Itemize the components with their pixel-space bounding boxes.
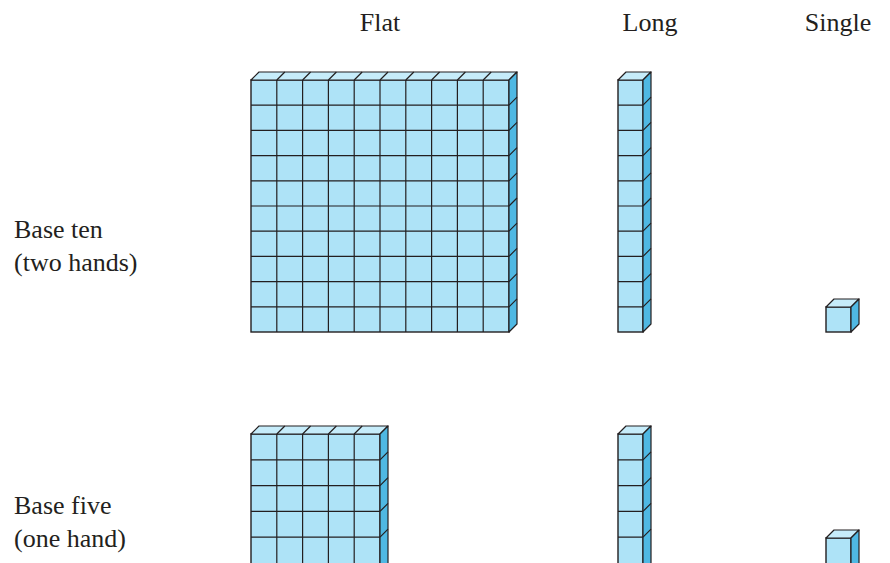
base-ten-single: [826, 299, 859, 332]
flat-top-grid: [277, 426, 362, 434]
flat-side: [509, 72, 517, 332]
column-heading: Long: [580, 6, 720, 39]
single-side: [851, 530, 859, 563]
flat-front: [251, 434, 380, 563]
flat-top: [251, 72, 517, 80]
row-label: Base ten (two hands): [14, 213, 146, 279]
column-heading: Flat: [300, 6, 460, 39]
base-ten-flat: [251, 72, 517, 332]
single-front: [826, 307, 851, 332]
base-five-single: [826, 530, 859, 563]
long-side-grid: [643, 452, 651, 537]
long-front: [618, 434, 643, 563]
flat-top: [251, 426, 388, 434]
single-side: [851, 299, 859, 332]
long-front: [618, 80, 643, 332]
flat-side-grid: [380, 452, 388, 537]
long-grid: [618, 460, 643, 537]
long-side: [643, 426, 651, 563]
long-grid: [618, 105, 643, 307]
base-ten-long: [618, 72, 651, 332]
flat-grid: [251, 434, 380, 563]
base-five-long: [618, 426, 651, 563]
base-five-flat: [251, 426, 388, 563]
column-heading: Single: [790, 6, 886, 39]
flat-front: [251, 80, 509, 332]
long-side-grid: [643, 97, 651, 307]
row-label: Base five (one hand): [14, 489, 146, 555]
flat-grid: [251, 80, 509, 332]
flat-top-grid: [277, 72, 491, 80]
flat-side: [380, 426, 388, 563]
long-side: [643, 72, 651, 332]
single-front: [826, 538, 851, 563]
flat-side-grid: [509, 97, 517, 307]
